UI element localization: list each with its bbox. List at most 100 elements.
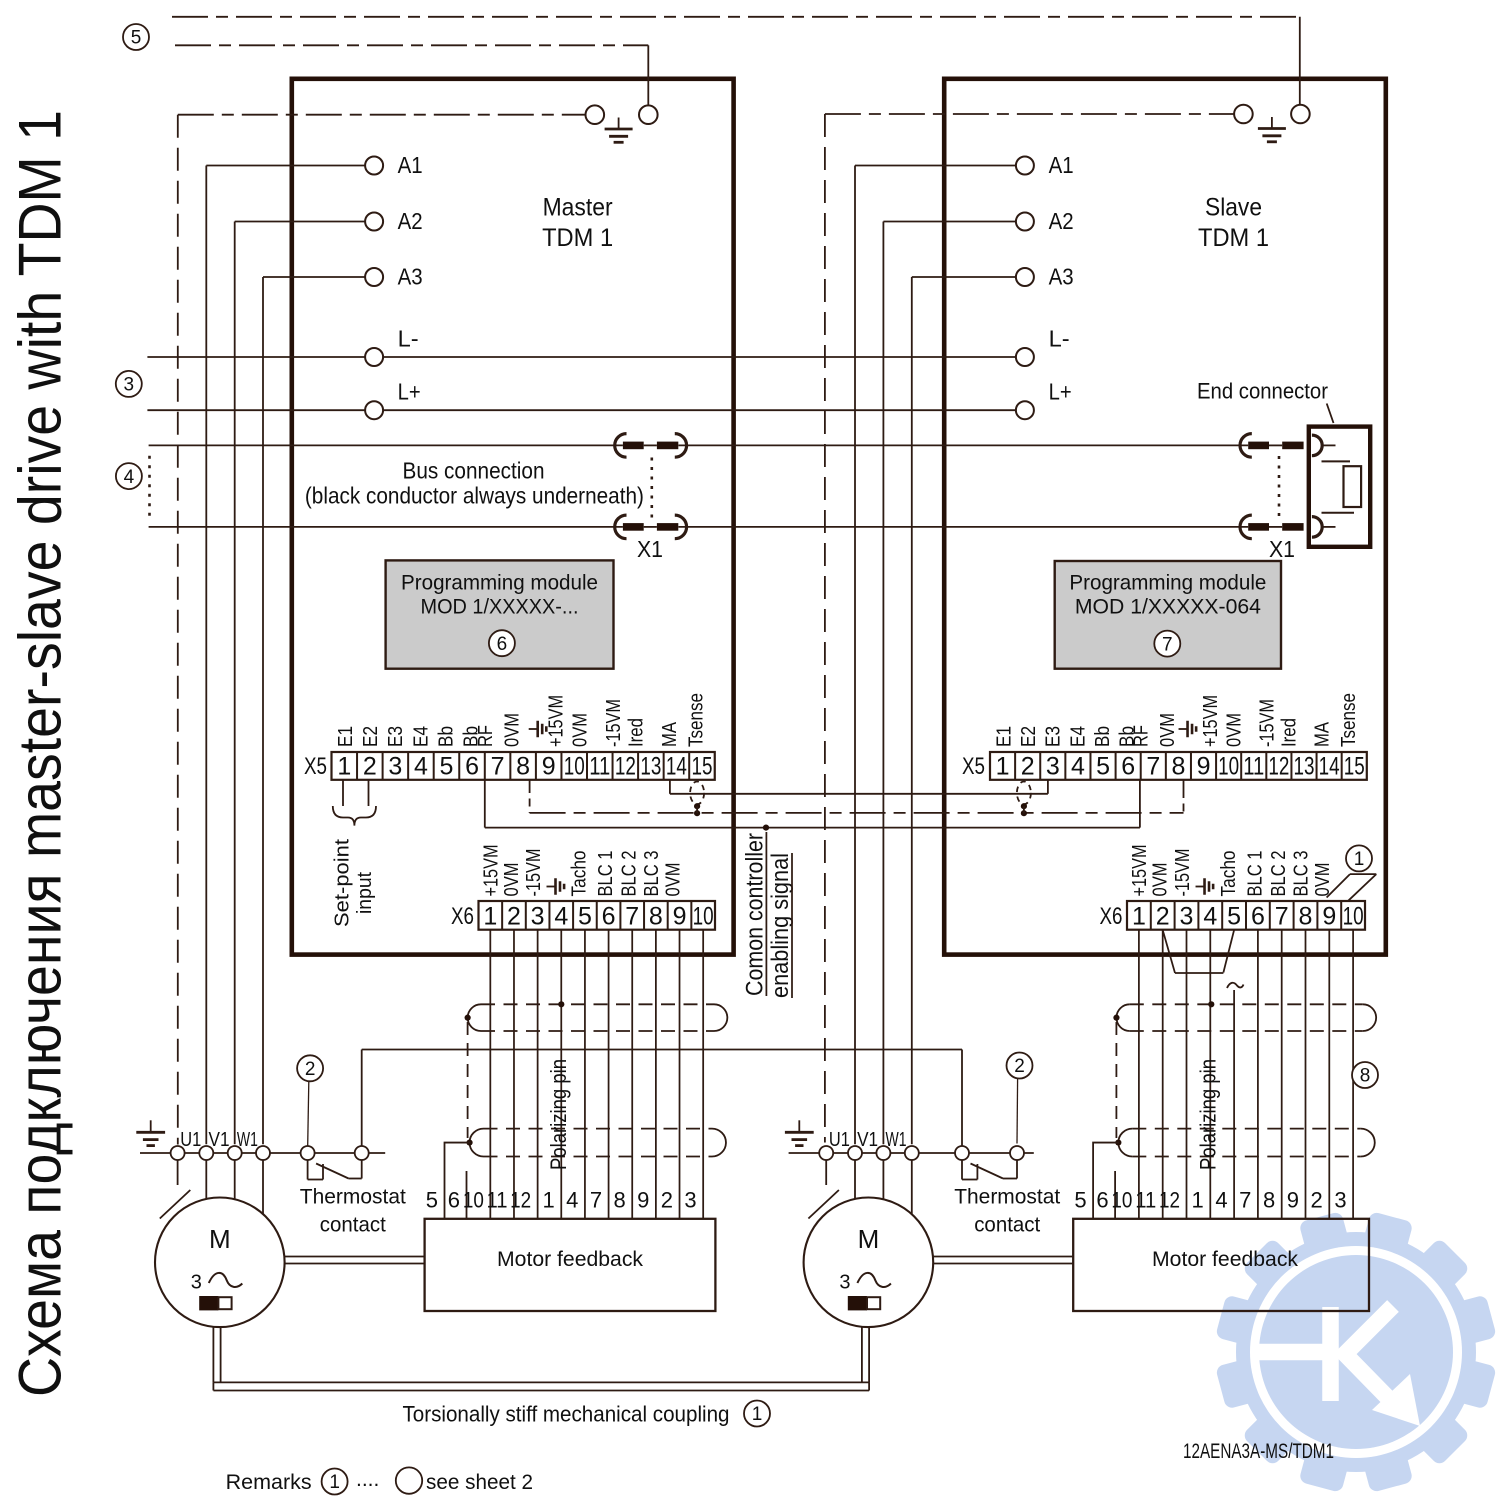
svg-text:2: 2 bbox=[1021, 753, 1035, 781]
svg-text:Motor feedback: Motor feedback bbox=[497, 1248, 643, 1271]
svg-text:E4: E4 bbox=[1067, 726, 1089, 747]
svg-text:13: 13 bbox=[1294, 753, 1315, 781]
svg-text:E2: E2 bbox=[360, 726, 382, 747]
svg-text:7: 7 bbox=[590, 1188, 602, 1213]
svg-text:4: 4 bbox=[124, 467, 135, 488]
svg-text:6: 6 bbox=[1121, 753, 1135, 781]
svg-text:Bb: Bb bbox=[460, 726, 482, 747]
svg-text:0VM: 0VM bbox=[1157, 713, 1179, 747]
svg-text:0VM: 0VM bbox=[662, 863, 684, 897]
svg-text:12AENA3A-MS/TDM1: 12AENA3A-MS/TDM1 bbox=[1183, 1440, 1334, 1463]
svg-text:+15VM: +15VM bbox=[1129, 845, 1151, 897]
svg-text:6: 6 bbox=[465, 753, 479, 781]
svg-text:TDM 1: TDM 1 bbox=[542, 224, 613, 252]
svg-text:14: 14 bbox=[666, 753, 687, 781]
svg-text:BLC 3: BLC 3 bbox=[1291, 851, 1313, 897]
svg-text:3: 3 bbox=[388, 753, 402, 781]
svg-text:12: 12 bbox=[615, 753, 636, 781]
svg-text:5: 5 bbox=[131, 28, 142, 49]
svg-text:E3: E3 bbox=[385, 726, 407, 747]
svg-text:E1: E1 bbox=[993, 726, 1015, 747]
svg-text:15: 15 bbox=[1344, 753, 1365, 781]
svg-text:L+: L+ bbox=[1049, 379, 1072, 405]
svg-text:-15VM: -15VM bbox=[523, 849, 545, 897]
svg-text:8: 8 bbox=[1263, 1188, 1275, 1213]
svg-text:Polarizing pin: Polarizing pin bbox=[546, 1059, 571, 1170]
svg-text:4: 4 bbox=[566, 1188, 578, 1213]
svg-text:6: 6 bbox=[448, 1188, 460, 1213]
svg-text:E3: E3 bbox=[1042, 726, 1064, 747]
svg-text:11: 11 bbox=[589, 753, 610, 781]
svg-text:7: 7 bbox=[1275, 903, 1289, 931]
svg-text:Ired: Ired bbox=[626, 718, 648, 747]
svg-text:Tacho: Tacho bbox=[569, 851, 591, 897]
svg-text:A3: A3 bbox=[1049, 264, 1074, 290]
svg-text:TDM 1: TDM 1 bbox=[1198, 224, 1269, 252]
svg-text:Remarks: Remarks bbox=[226, 1471, 312, 1494]
svg-text:Comon controller: Comon controller bbox=[742, 833, 769, 996]
svg-text:9: 9 bbox=[1197, 753, 1211, 781]
svg-text:0VM: 0VM bbox=[501, 863, 523, 897]
svg-text:L-: L- bbox=[1049, 326, 1070, 352]
svg-text:8: 8 bbox=[649, 903, 663, 931]
svg-text:1: 1 bbox=[329, 1472, 340, 1493]
svg-text:Bb: Bb bbox=[1116, 726, 1138, 747]
svg-text:0VM: 0VM bbox=[1224, 713, 1246, 747]
svg-text:MA: MA bbox=[659, 721, 681, 747]
svg-text:2: 2 bbox=[305, 1059, 316, 1080]
svg-text:A1: A1 bbox=[398, 152, 423, 178]
svg-text:7: 7 bbox=[1146, 753, 1160, 781]
svg-text:Tsense: Tsense bbox=[1338, 693, 1360, 747]
svg-text:0VM: 0VM bbox=[502, 713, 524, 747]
svg-text:1: 1 bbox=[1132, 903, 1146, 931]
svg-text:8: 8 bbox=[516, 753, 530, 781]
svg-text:6: 6 bbox=[497, 634, 508, 655]
svg-text:1: 1 bbox=[543, 1188, 555, 1213]
svg-text:1: 1 bbox=[1354, 849, 1365, 870]
svg-text:E2: E2 bbox=[1018, 726, 1040, 747]
svg-text:2: 2 bbox=[363, 753, 377, 781]
svg-text:X5: X5 bbox=[304, 753, 327, 780]
svg-text:X1: X1 bbox=[1269, 536, 1295, 562]
svg-text:3: 3 bbox=[839, 1272, 850, 1294]
svg-text:4: 4 bbox=[1203, 903, 1217, 931]
svg-text:10: 10 bbox=[463, 1188, 484, 1213]
svg-text:V1: V1 bbox=[857, 1129, 878, 1151]
svg-text:2: 2 bbox=[1156, 903, 1170, 931]
svg-text:1: 1 bbox=[752, 1404, 763, 1425]
svg-text:U1: U1 bbox=[180, 1129, 201, 1151]
svg-text:+15VM: +15VM bbox=[480, 845, 502, 897]
svg-text:X6: X6 bbox=[1100, 903, 1123, 930]
svg-text:5: 5 bbox=[578, 903, 592, 931]
svg-text:2: 2 bbox=[661, 1188, 673, 1213]
svg-text:8: 8 bbox=[1171, 753, 1185, 781]
svg-text:7: 7 bbox=[1239, 1188, 1251, 1213]
svg-text:Tsense: Tsense bbox=[686, 693, 708, 747]
svg-text:see sheet 2: see sheet 2 bbox=[426, 1471, 533, 1494]
svg-text:3: 3 bbox=[531, 903, 545, 931]
svg-text:3: 3 bbox=[124, 375, 135, 396]
svg-text:11: 11 bbox=[1243, 753, 1264, 781]
svg-text:M: M bbox=[858, 1224, 880, 1254]
svg-text:4: 4 bbox=[1071, 753, 1085, 781]
svg-text:BLC 2: BLC 2 bbox=[1268, 851, 1290, 897]
svg-text:BLC 1: BLC 1 bbox=[1244, 851, 1266, 897]
svg-text:Thermostat: Thermostat bbox=[300, 1186, 406, 1209]
svg-text:RF: RF bbox=[475, 725, 497, 747]
svg-text:1: 1 bbox=[337, 753, 351, 781]
svg-text:9: 9 bbox=[1287, 1188, 1299, 1213]
svg-text:12: 12 bbox=[1159, 1188, 1180, 1213]
svg-text:-15VM: -15VM bbox=[1257, 699, 1279, 747]
svg-text:7: 7 bbox=[1162, 634, 1173, 655]
svg-text:2: 2 bbox=[507, 903, 521, 931]
svg-text:L-: L- bbox=[398, 326, 419, 352]
svg-text:10: 10 bbox=[1218, 753, 1239, 781]
svg-text:+15VM: +15VM bbox=[546, 695, 568, 747]
svg-text:Programming module: Programming module bbox=[401, 572, 598, 595]
svg-text:1: 1 bbox=[1192, 1188, 1204, 1213]
svg-text:E4: E4 bbox=[411, 726, 433, 747]
svg-text:Схема подключения master-slave: Схема подключения master-slave drive wit… bbox=[7, 110, 74, 1397]
svg-text:9: 9 bbox=[1322, 903, 1336, 931]
svg-text:3: 3 bbox=[684, 1188, 696, 1213]
svg-text:Master: Master bbox=[543, 194, 613, 222]
